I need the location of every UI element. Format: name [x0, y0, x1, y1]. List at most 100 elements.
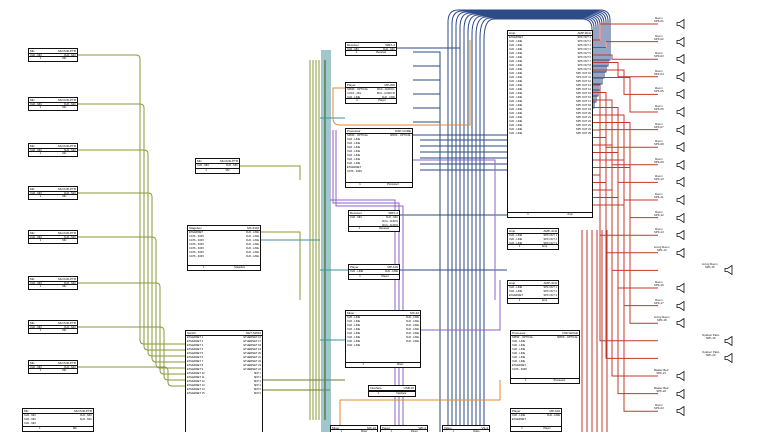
port-label[interactable]: SPK OUT 6 [577, 56, 591, 59]
port-label[interactable]: SPDIF - OPTICAL [347, 134, 369, 137]
port-label[interactable]: XLR - MIC [64, 103, 76, 107]
port-label[interactable]: XLR - LINE [509, 132, 523, 135]
port-label[interactable]: XLR - MIC [197, 164, 210, 167]
port-label[interactable]: XLR - LINE [245, 235, 259, 238]
network-wire[interactable] [455, 11, 607, 432]
port-label[interactable]: XLR - LINE [509, 84, 523, 87]
port-label[interactable]: XLR - MIC [30, 366, 42, 370]
port-label[interactable]: ETHERNET 18 [243, 344, 261, 347]
port-label[interactable]: XLR - MIC [79, 418, 92, 421]
port-label[interactable]: CAT6 - RJ45 [189, 255, 204, 258]
port-label[interactable]: XLR - LINE [509, 238, 523, 241]
port-label[interactable]: XLR - LINE [512, 352, 526, 355]
port-label[interactable]: SPK OUT 3 [577, 44, 591, 47]
port-label[interactable]: XLR - MIC [385, 216, 398, 219]
signal-wire[interactable] [78, 326, 185, 381]
port-label[interactable]: XLR - LINE [512, 344, 526, 347]
speaker-wire[interactable] [593, 174, 658, 342]
port-label[interactable]: XLR - MIC [347, 48, 359, 52]
speaker-wire[interactable] [593, 114, 658, 201]
port-label[interactable]: SFP 4 [253, 384, 261, 387]
port-label[interactable]: SPK OUT 20 [576, 112, 591, 115]
port-label[interactable]: SPK OUT 3 [543, 242, 557, 246]
network-wire[interactable] [413, 121, 441, 432]
port-label[interactable]: XLR - MIC [64, 149, 76, 153]
port-label[interactable]: XLR - LINE [509, 88, 523, 91]
speaker-wire[interactable] [593, 107, 658, 183]
network-wire[interactable] [413, 65, 441, 432]
port-label[interactable]: XLR - LINE [347, 150, 361, 153]
speaker-wire[interactable] [593, 182, 658, 359]
port-label[interactable]: ETHERNET 22 [243, 360, 261, 363]
port-label[interactable]: ETHERNET 5 [187, 352, 204, 355]
video-wire[interactable] [421, 280, 501, 331]
port-label[interactable]: ETHERNET 11 [187, 376, 205, 379]
port-label[interactable]: SPK OUT 10 [576, 72, 591, 75]
port-label[interactable]: XLR - LINE [509, 68, 523, 71]
signal-wire[interactable] [261, 231, 301, 300]
signal-wire[interactable] [263, 389, 331, 425]
port-label[interactable]: SFP 1 [253, 372, 261, 375]
port-label[interactable]: ETHERNET 14 [187, 388, 205, 391]
port-label[interactable]: XLR - LINE [384, 270, 398, 273]
port-label[interactable]: SPK OUT 22 [576, 120, 591, 123]
port-label[interactable]: SPK OUT 23 [576, 124, 591, 127]
network-wire[interactable] [413, 93, 441, 432]
speaker-wire[interactable] [593, 77, 658, 113]
port-label[interactable]: SPK OUT 13 [576, 84, 591, 87]
port-label[interactable]: XLR - LINE [509, 128, 523, 131]
port-label[interactable]: ETHERNET 20 [243, 352, 261, 355]
port-label[interactable]: XLR - LINE [347, 328, 361, 331]
port-label[interactable]: XLR - LINE [347, 162, 361, 165]
signal-wire[interactable] [78, 282, 185, 375]
port-label[interactable]: XLR - MIC [24, 414, 37, 417]
port-label[interactable]: XLR - LINE [512, 414, 526, 417]
port-label[interactable]: XLR - MIC [64, 236, 76, 240]
port-label[interactable]: ETHERNET 16 [243, 336, 261, 339]
port-label[interactable]: ETHERNET [347, 166, 361, 169]
port-label[interactable]: XLR - MIC [225, 164, 238, 167]
port-label[interactable]: ETHERNET [509, 294, 523, 297]
port-label[interactable]: XLR - LINE [509, 116, 523, 119]
port-label[interactable]: XLR - LINE [509, 40, 523, 43]
port-label[interactable]: SPK OUT 2 [543, 290, 557, 293]
port-label[interactable]: XLR - LINE [347, 336, 361, 339]
port-label[interactable]: ETHERNET 8 [187, 364, 204, 367]
port-label[interactable]: XLR - LINE [509, 112, 523, 115]
speaker-wire[interactable] [593, 23, 658, 41]
port-label[interactable]: XLR - LINE [347, 96, 368, 100]
port-label[interactable]: SPK OUT 4 [577, 48, 591, 51]
network-wire[interactable] [413, 51, 441, 432]
port-label[interactable]: XLR - MIC [30, 192, 42, 196]
port-label[interactable]: XLR - MIC [30, 282, 42, 286]
port-label[interactable]: CAT6 - RJ45 [189, 251, 204, 254]
video-wire[interactable] [413, 159, 496, 300]
port-label[interactable]: SPK OUT 17 [576, 100, 591, 103]
port-label[interactable]: XLR - LINE [509, 96, 523, 99]
control-wire[interactable] [332, 40, 471, 126]
port-label[interactable]: SPDIF - OPTICAL [347, 88, 369, 91]
network-wire[interactable] [459, 12, 605, 432]
speaker-wire[interactable] [593, 144, 658, 271]
signal-wire[interactable] [78, 103, 185, 351]
signal-wire[interactable] [78, 54, 185, 345]
speaker-wire[interactable] [593, 159, 658, 307]
signal-wire[interactable] [78, 366, 185, 387]
